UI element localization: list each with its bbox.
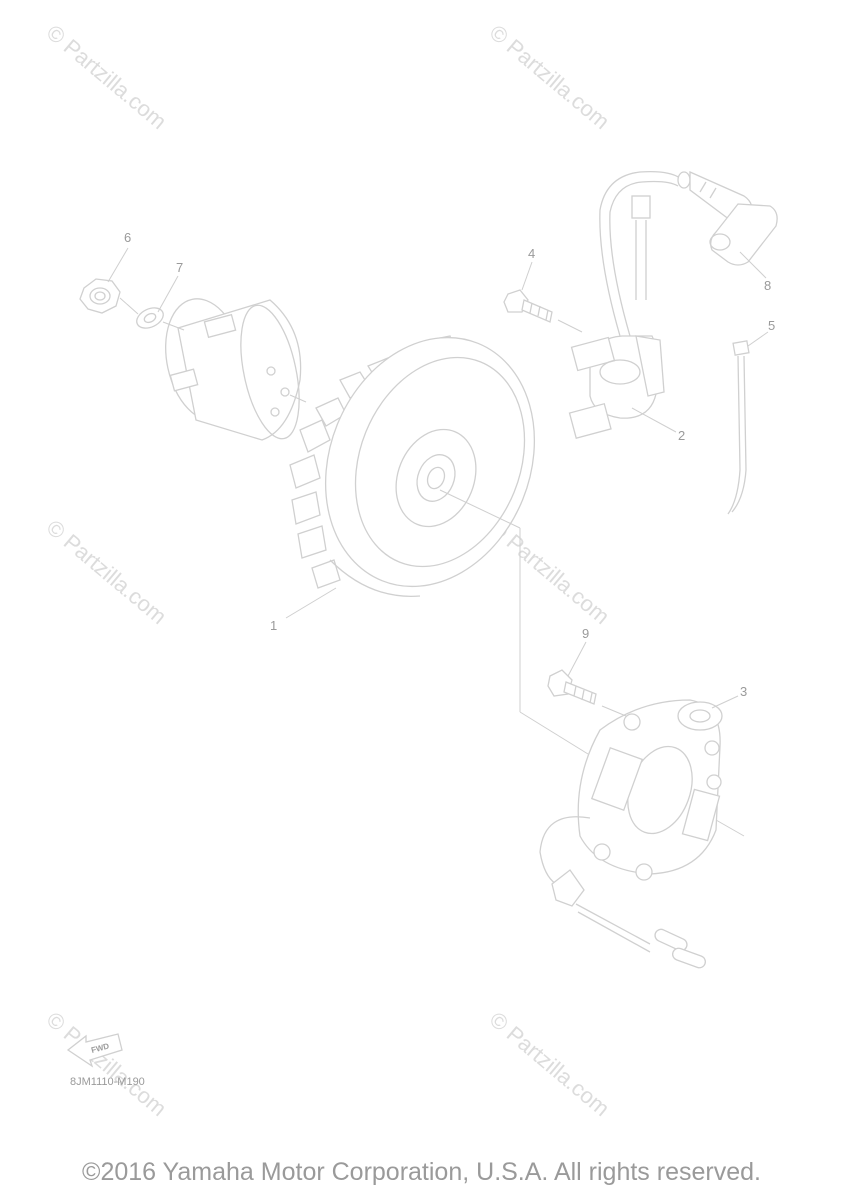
part-spark-plug-cap[interactable] <box>677 170 778 266</box>
part-cable-tie[interactable] <box>727 340 750 515</box>
part-fan-cup[interactable] <box>155 291 310 443</box>
watermark-text: © Partzilla.com <box>42 20 172 134</box>
part-washer[interactable] <box>134 304 167 332</box>
part-label-5: 5 <box>768 318 775 333</box>
part-stator-assembly[interactable] <box>539 699 723 969</box>
part-bolt-9[interactable] <box>547 669 597 705</box>
part-label-7: 7 <box>176 260 183 275</box>
forward-direction-icon: FWD <box>66 1033 123 1068</box>
leader-lines <box>107 247 769 837</box>
watermark-text: © Partzilla.com <box>42 515 172 629</box>
copyright-notice: ©2016 Yamaha Motor Corporation, U.S.A. A… <box>82 1158 761 1186</box>
part-flywheel[interactable] <box>289 306 570 618</box>
watermark-text: © Partzilla.com <box>485 1007 615 1121</box>
part-label-6: 6 <box>124 230 131 245</box>
part-labels: 6 7 4 8 5 2 1 9 3 <box>124 230 775 699</box>
watermark-text: © Partzilla.com <box>42 1007 172 1121</box>
diagram-code: 8JM1110-M190 <box>70 1076 145 1088</box>
part-nut[interactable] <box>79 278 121 314</box>
part-bolt-4[interactable] <box>503 289 553 323</box>
watermark-group: © Partzilla.com © Partzilla.com © Partzi… <box>42 20 615 1121</box>
part-label-3: 3 <box>740 684 747 699</box>
part-ignition-coil[interactable] <box>568 170 681 439</box>
part-label-1: 1 <box>270 618 277 633</box>
part-label-2: 2 <box>678 428 685 443</box>
part-label-9: 9 <box>582 626 589 641</box>
part-label-8: 8 <box>764 278 771 293</box>
watermark-text: © Partzilla.com <box>485 20 615 134</box>
part-label-4: 4 <box>528 246 535 261</box>
